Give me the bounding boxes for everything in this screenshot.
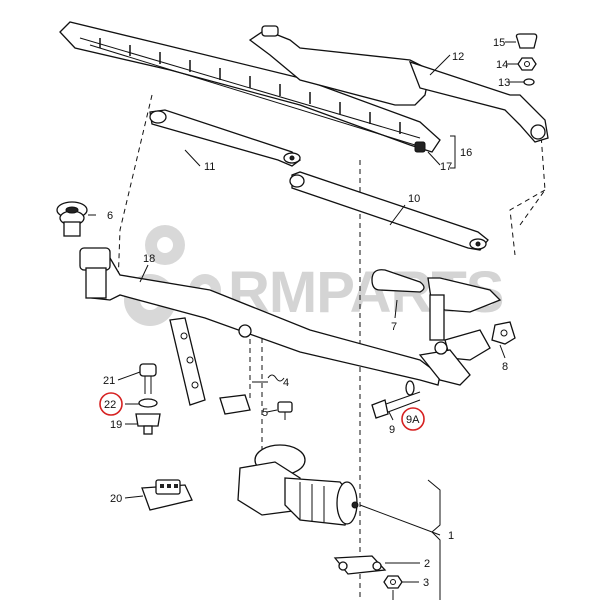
clip-and-screw: [267, 374, 293, 420]
label-part-18: 18: [143, 253, 155, 265]
grommet: [56, 201, 88, 237]
label-part-6: 6: [107, 210, 113, 222]
wiper-motor: [237, 444, 359, 526]
crank-stop: [371, 269, 502, 341]
wiper-arm: [248, 25, 549, 143]
label-part-8: 8: [502, 361, 508, 373]
label-part-16: 16: [460, 147, 472, 159]
callout-labels: 12 15 14 13 16 17 11 10 6 18 7 8 9 9A 4 …: [99, 37, 510, 589]
label-part-4: 4: [283, 377, 289, 389]
label-part-10: 10: [408, 193, 420, 205]
bolt-washer-bush-stack: [135, 363, 161, 435]
label-part-17: 17: [440, 161, 452, 173]
label-part-22: 22: [104, 399, 116, 411]
upper-connecting-rod: [149, 109, 301, 167]
arm-fasteners: [515, 33, 538, 86]
wiper-frame: [79, 247, 441, 415]
mounting-bracket: [418, 321, 516, 386]
bolt-and-washer: [371, 380, 421, 419]
label-part-3: 3: [423, 577, 429, 589]
motor-mount-and-nut: [333, 555, 403, 600]
highlight-circle-9a: [401, 407, 425, 431]
group-bracket-1: [427, 479, 441, 600]
label-part-14: 14: [496, 59, 508, 71]
lower-connecting-rod: [289, 171, 489, 251]
label-part-7: 7: [391, 321, 397, 333]
label-part-2: 2: [424, 558, 430, 570]
electrical-connector: [141, 479, 193, 511]
highlight-circle-22: [99, 392, 123, 416]
leader-lines: [88, 41, 524, 583]
group-bracket-16: [450, 135, 456, 169]
label-part-20: 20: [110, 493, 122, 505]
label-part-9a: 9A: [406, 414, 420, 426]
label-part-12: 12: [452, 51, 464, 63]
label-part-15: 15: [493, 37, 505, 49]
label-part-19: 19: [110, 419, 122, 431]
label-part-5: 5: [262, 407, 268, 419]
label-part-9: 9: [389, 424, 395, 436]
label-part-21: 21: [103, 375, 115, 387]
label-part-1: 1: [448, 530, 454, 542]
wiper-blade: [59, 21, 441, 153]
label-part-13: 13: [498, 77, 510, 89]
label-part-11: 11: [204, 161, 215, 173]
